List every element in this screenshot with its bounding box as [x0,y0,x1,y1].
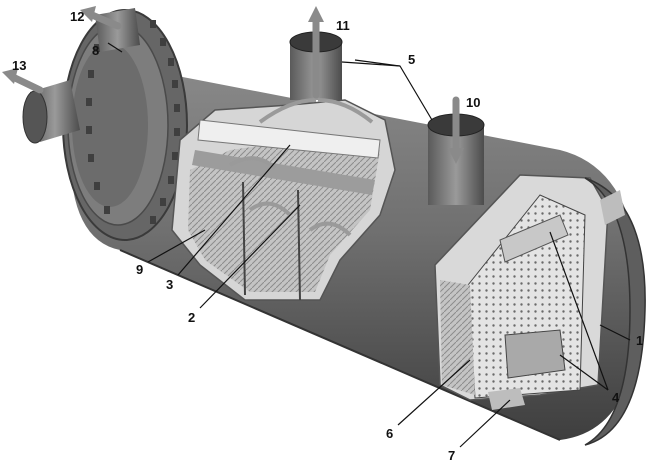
callout-6: 6 [386,426,393,441]
callout-12: 12 [70,9,84,24]
callout-7: 7 [448,448,455,463]
callout-9: 9 [136,262,143,277]
callout-11: 11 [336,18,350,33]
callout-10: 10 [466,95,480,110]
leader-lines [107,42,631,448]
callouts: 12 8 13 11 5 10 9 3 2 1 4 6 7 [12,9,643,463]
nozzle-inlet-12 [95,8,140,52]
callout-3: 3 [166,277,173,292]
callout-4: 4 [612,390,620,405]
callout-1: 1 [636,333,643,348]
end-flange-right [488,177,646,446]
flow-arrow-11 [308,6,324,99]
callout-8: 8 [92,43,99,58]
central-cutaway [171,99,396,301]
flow-arrows-central [228,98,374,237]
flow-arrow-10 [448,96,464,164]
callout-2: 2 [188,310,195,325]
flow-arrow-13 [2,68,44,94]
right-cutaway [434,174,609,401]
callout-5: 5 [408,52,415,67]
end-flange-left [62,9,188,241]
flow-arrow-12 [80,6,122,30]
callout-13: 13 [12,58,26,73]
